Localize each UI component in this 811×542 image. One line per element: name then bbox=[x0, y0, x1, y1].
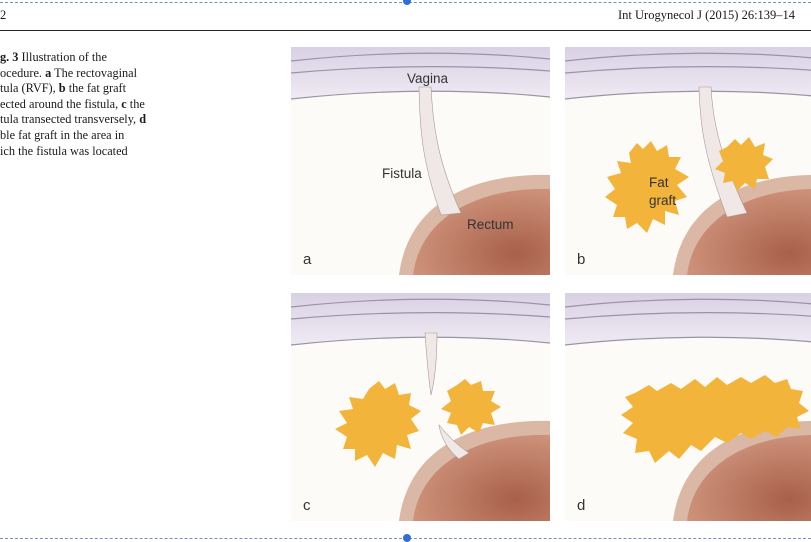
page-number: 2 bbox=[0, 8, 7, 22]
figure-caption: g. 3 Illustration of the ocedure. a The … bbox=[0, 50, 147, 158]
panel-letter: b bbox=[577, 251, 585, 268]
panel-b: Fat graft b bbox=[565, 47, 811, 275]
header-rule bbox=[0, 30, 811, 31]
page-handle-top[interactable] bbox=[403, 0, 411, 5]
panel-d: d bbox=[565, 293, 811, 521]
panel-a: Vagina Fistula Rectum a bbox=[291, 47, 550, 275]
panel-letter: c bbox=[303, 497, 311, 514]
vagina-label: Vagina bbox=[407, 71, 449, 86]
panel-c: c bbox=[291, 293, 550, 521]
graft-label: graft bbox=[649, 193, 676, 208]
rectum-label: Rectum bbox=[467, 217, 514, 232]
fat-label: Fat bbox=[649, 175, 669, 190]
page-handle-bottom[interactable] bbox=[403, 534, 411, 542]
journal-reference: Int Urogynecol J (2015) 26:139–14 bbox=[618, 8, 796, 22]
panel-letter: d bbox=[577, 497, 585, 514]
fig-label: g. 3 bbox=[0, 50, 19, 64]
panel-letter: a bbox=[303, 251, 312, 268]
fistula-label: Fistula bbox=[382, 166, 422, 181]
